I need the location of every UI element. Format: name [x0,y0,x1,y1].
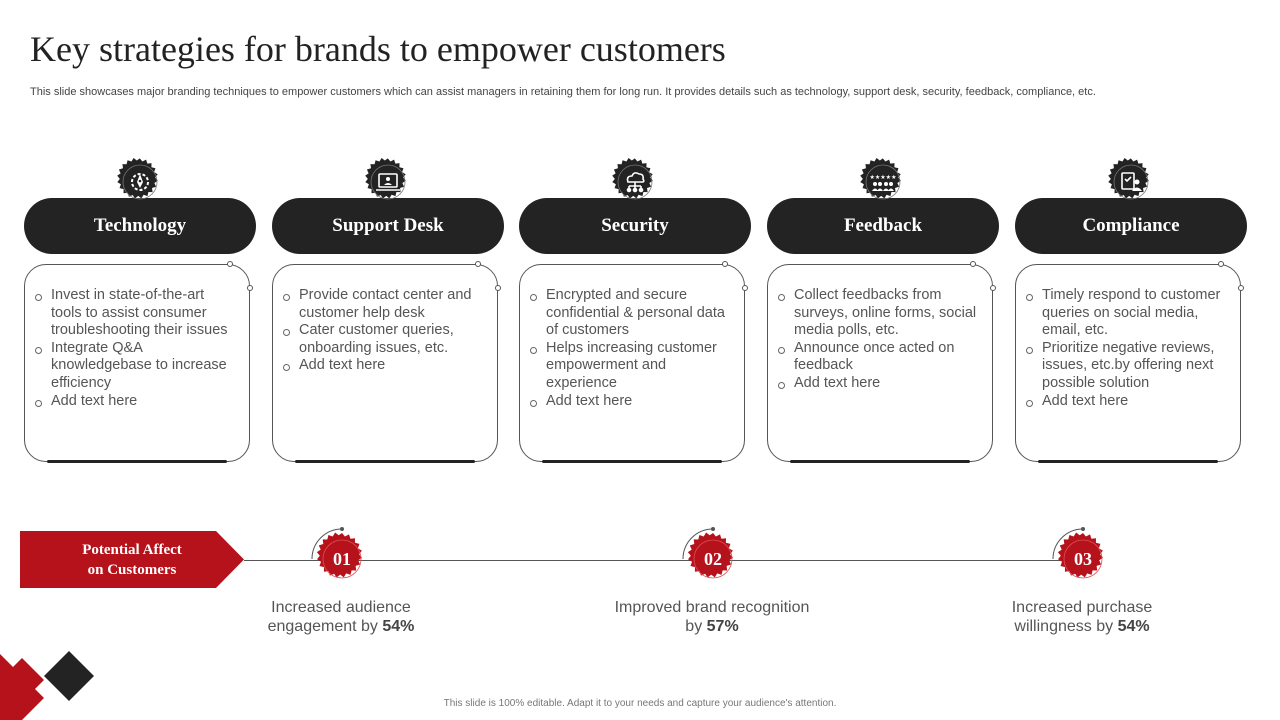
list-item: Announce once acted on feedback [776,340,980,375]
effect-value: 57% [706,618,739,635]
strategy-compliance: Compliance Timely respond to customer qu… [1015,155,1247,467]
strategy-card: Encrypted and secure confidential & pers… [519,261,748,463]
checklist-person-icon [1104,155,1158,209]
corner-decoration [0,651,94,720]
rocket-gear-icon [113,155,167,209]
list-item: Provide contact center and customer help… [281,287,485,322]
timeline-line [244,560,1094,561]
potential-affect-banner [20,531,244,588]
strategy-card: Provide contact center and customer help… [272,261,501,463]
effect-value: 54% [1117,618,1150,635]
list-item: Add text here [281,357,485,375]
step-number: 01 [333,548,351,569]
strategy-title: Support Desk [272,198,504,254]
list-item: Collect feedbacks from surveys, online f… [776,287,980,340]
list-item: Helps increasing customer empowerment an… [528,340,732,393]
monitor-user-icon [361,155,415,209]
potential-affect-label: Potential Affect on Customers [82,541,182,578]
strategy-technology: Technology Invest in state-of-the-art to… [24,155,256,467]
footer-note: This slide is 100% editable. Adapt it to… [443,698,837,709]
step-badge-03: 03 [1052,527,1109,585]
strategy-card: Collect feedbacks from surveys, online f… [767,261,996,463]
step-number: 02 [704,548,722,569]
strategy-card: Invest in state-of-the-art tools to assi… [24,261,253,463]
rating-group-icon: ★★★★★ [856,155,910,209]
list-item: Cater customer queries, onboarding issue… [281,322,485,357]
slide-title: Key strategies for brands to empower cus… [30,29,726,69]
strategy-title: Compliance [1015,198,1247,254]
slide-subtitle: This slide showcases major branding tech… [30,86,1096,98]
step-badge-01: 01 [311,527,368,585]
strategy-feedback: ★★★★★ Feedback Collect feedbacks from su… [767,155,999,467]
list-item: Add text here [1024,393,1228,411]
strategy-support-desk: Support Desk Provide contact center and … [272,155,504,467]
strategy-card: Timely respond to customer queries on so… [1015,261,1244,463]
list-item: Encrypted and secure confidential & pers… [528,287,732,340]
step-badge-02: 02 [682,527,739,585]
step-number: 03 [1074,548,1092,569]
cloud-network-icon [608,155,662,209]
list-item: Timely respond to customer queries on so… [1024,287,1228,340]
effect-text-01: Increased audience engagement by 54% [267,599,415,635]
list-item: Add text here [33,393,237,411]
strategy-title: Feedback [767,198,999,254]
list-item: Prioritize negative reviews, issues, etc… [1024,340,1228,393]
svg-text:★★★★★: ★★★★★ [870,174,897,181]
effect-text-03: Increased purchase willingness by 54% [1011,599,1153,635]
strategy-title: Security [519,198,751,254]
effect-value: 54% [382,618,415,635]
list-item: Add text here [528,393,732,411]
list-item: Add text here [776,375,980,393]
strategy-title: Technology [24,198,256,254]
list-item: Integrate Q&A knowledgebase to increase … [33,340,237,393]
effect-text-02: Improved brand recognition by 57% [614,599,810,635]
list-item: Invest in state-of-the-art tools to assi… [33,287,237,340]
strategy-security: Security Encrypted and secure confidenti… [519,155,751,467]
